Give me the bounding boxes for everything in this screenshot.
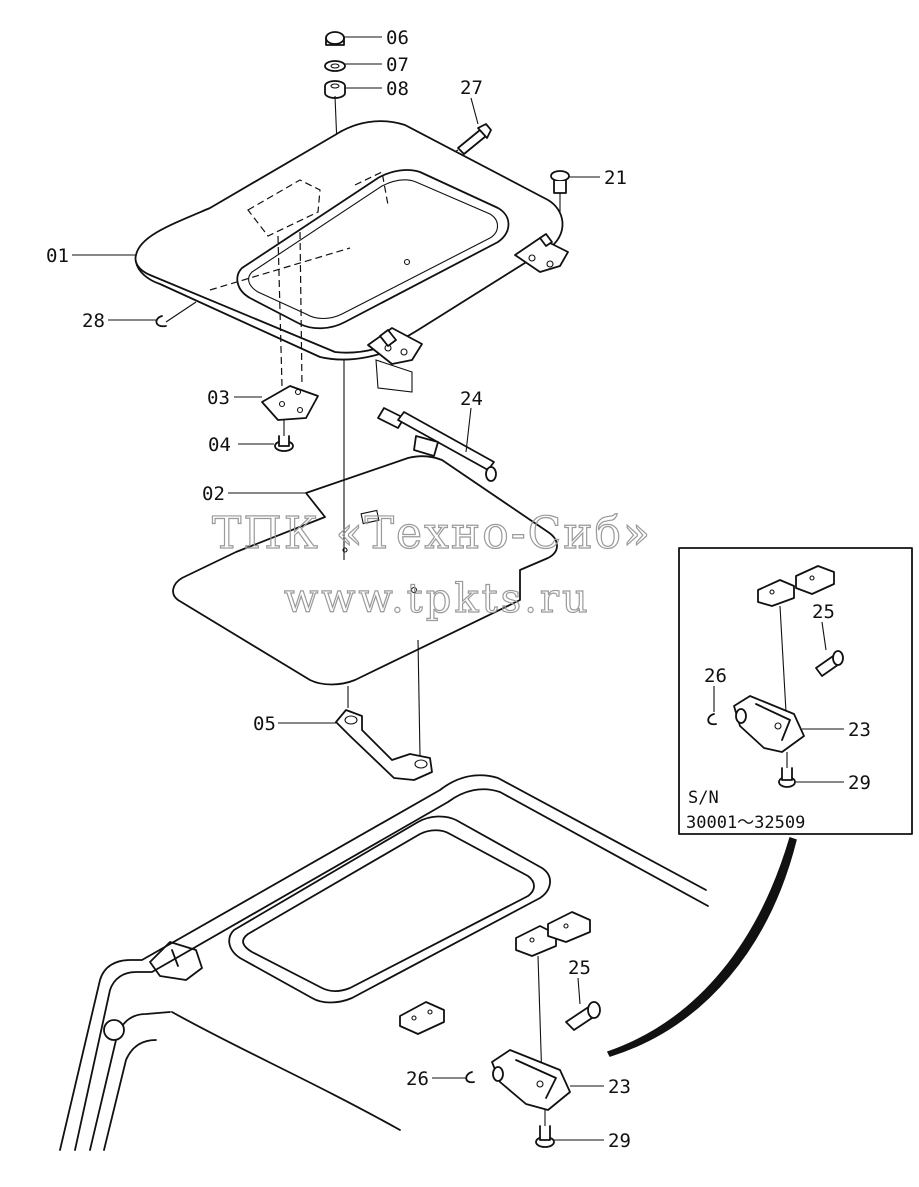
callout-23: 23 bbox=[608, 1076, 631, 1098]
part-08-nut bbox=[324, 80, 346, 99]
hinge-plate-shadow bbox=[375, 359, 413, 393]
callout-05: 05 bbox=[253, 713, 276, 735]
callout-28: 28 bbox=[82, 310, 105, 332]
callout-08: 08 bbox=[386, 78, 409, 100]
callout-23-inset: 23 bbox=[848, 719, 871, 741]
callout-29: 29 bbox=[608, 1130, 631, 1152]
inset-connector-curve bbox=[606, 837, 797, 1057]
part-25-pin bbox=[565, 1001, 601, 1031]
callout-03: 03 bbox=[207, 387, 230, 409]
part-29-screw bbox=[535, 1110, 555, 1148]
part-06-bolt-cap bbox=[325, 31, 345, 46]
part-23-hinge-bracket bbox=[491, 1049, 571, 1111]
callout-29-inset: 29 bbox=[848, 772, 871, 794]
part-27-bolt bbox=[457, 123, 492, 155]
watermark-company: ТПК «Техно-Сиб» bbox=[212, 508, 652, 559]
cab-roof bbox=[59, 774, 709, 1151]
callout-07: 07 bbox=[386, 54, 409, 76]
part-03-bracket bbox=[261, 231, 319, 421]
callout-26: 26 bbox=[406, 1068, 429, 1090]
hinge-rear bbox=[514, 233, 569, 273]
callout-21: 21 bbox=[604, 167, 627, 189]
leader-lines bbox=[72, 36, 844, 1141]
part-01-hatch-cover bbox=[134, 120, 564, 361]
part-04-screw bbox=[274, 420, 294, 452]
callout-06: 06 bbox=[386, 27, 409, 49]
part-28-clip bbox=[155, 301, 197, 328]
part-02-floor-mat bbox=[172, 455, 558, 686]
spacer-blocks bbox=[515, 911, 591, 957]
callout-02: 02 bbox=[202, 483, 225, 505]
serial-inset-box: S/N 30001～32509 bbox=[678, 547, 913, 835]
part-05-handle bbox=[335, 639, 433, 781]
callout-27: 27 bbox=[460, 77, 483, 99]
serial-label: S/N bbox=[688, 788, 719, 808]
callout-25-inset: 25 bbox=[812, 601, 835, 623]
callout-24: 24 bbox=[460, 388, 483, 410]
callout-04: 04 bbox=[208, 434, 231, 456]
watermark-url: www.tpkts.ru bbox=[284, 576, 591, 622]
serial-range: 30001～32509 bbox=[686, 813, 805, 833]
axis-line-lower bbox=[537, 955, 543, 1083]
part-21-bolt bbox=[550, 170, 570, 212]
callout-25: 25 bbox=[568, 957, 591, 979]
part-24-rod bbox=[377, 407, 497, 482]
callout-26-inset: 26 bbox=[704, 665, 727, 687]
hinge-front bbox=[367, 327, 423, 365]
part-26-clip bbox=[465, 1071, 475, 1084]
part-07-washer bbox=[324, 60, 346, 72]
callout-01: 01 bbox=[46, 245, 69, 267]
